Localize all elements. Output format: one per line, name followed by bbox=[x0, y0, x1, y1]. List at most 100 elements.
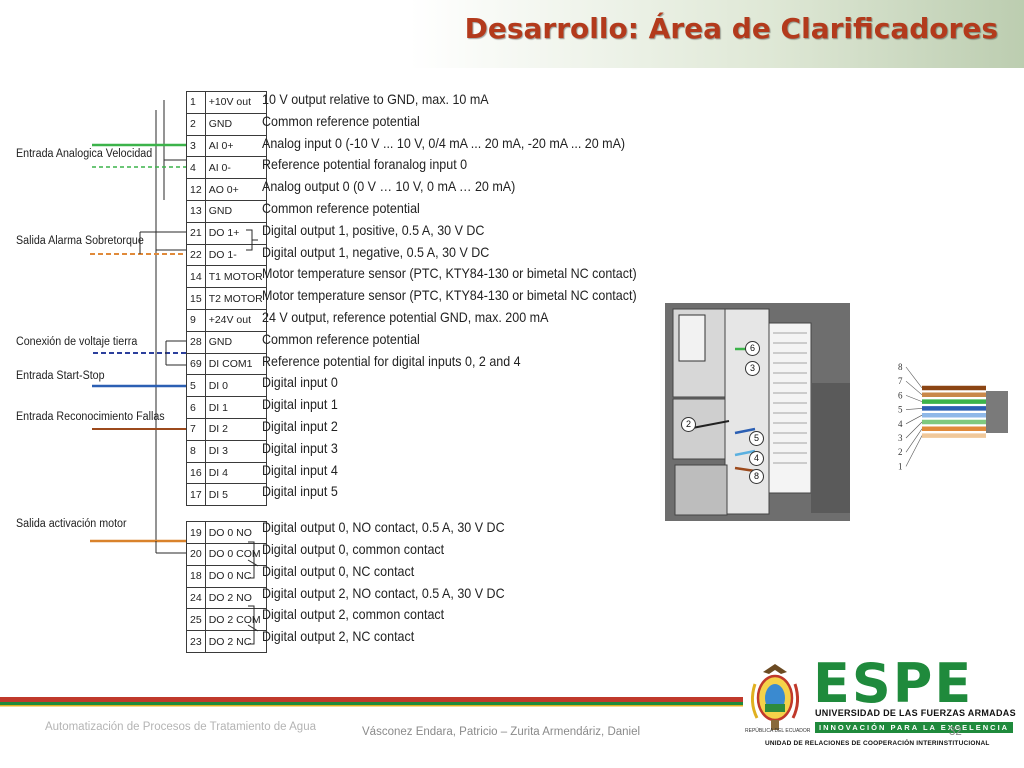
terminal-name: DI 2 bbox=[204, 417, 267, 441]
terminal-description: Analog input 0 (-10 V ... 10 V, 0/4 mA .… bbox=[262, 135, 626, 151]
photo-callout-badge: 3 bbox=[745, 361, 760, 376]
footer-red-rule bbox=[0, 697, 770, 702]
do0-bracket bbox=[248, 541, 255, 579]
terminal-name: DO 0 NC bbox=[204, 564, 267, 588]
cable-plug bbox=[986, 391, 1008, 433]
do0-switch bbox=[247, 559, 259, 567]
terminal-description: Digital input 0 bbox=[262, 375, 338, 391]
terminal-name: DI 0 bbox=[204, 374, 267, 398]
terminal-name: DO 2 COM bbox=[204, 608, 267, 632]
cable-leader bbox=[905, 435, 923, 467]
terminal-description: Common reference potential bbox=[262, 113, 420, 129]
terminal-description: Digital output 2, common contact bbox=[262, 607, 445, 623]
cable-number: 8 bbox=[898, 362, 903, 372]
terminal-description: Digital output 0, NO contact, 0.5 A, 30 … bbox=[262, 520, 505, 536]
cable-leader bbox=[905, 380, 923, 396]
terminal-description: Digital input 1 bbox=[262, 397, 338, 413]
drive-photo-drawing bbox=[665, 303, 850, 521]
cooperation-unit: UNIDAD DE RELACIONES DE COOPERACIÓN INTE… bbox=[765, 740, 990, 747]
label-entrada-velocidad: Entrada Analogica Velocidad bbox=[16, 148, 153, 160]
terminal-description: Digital output 0, NC contact bbox=[262, 563, 415, 579]
terminal-description: Digital output 1, positive, 0.5 A, 30 V … bbox=[262, 222, 485, 238]
slide-title: Desarrollo: Área de Clarificadores bbox=[464, 12, 998, 45]
espe-logo: REPÚBLICA DEL ECUADOR ESPE UNIVERSIDAD D… bbox=[743, 652, 1016, 750]
terminal-name: DO 1+ bbox=[204, 221, 267, 245]
cable-leader bbox=[905, 421, 923, 439]
cable-leader bbox=[905, 414, 923, 425]
terminal-description: Common reference potential bbox=[262, 201, 420, 216]
cable-number: 4 bbox=[898, 419, 903, 429]
cable-number: 1 bbox=[898, 461, 903, 471]
cable-number: 3 bbox=[898, 433, 903, 443]
university-name: UNIVERSIDAD DE LAS FUERZAS ARMADAS bbox=[815, 708, 1016, 718]
terminal-number: 23 bbox=[186, 630, 206, 653]
espe-brand: ESPE bbox=[813, 652, 974, 715]
page-number: 32 bbox=[949, 726, 962, 738]
label-salida-motor: Salida activación motor bbox=[16, 518, 127, 530]
photo-callout-badge: 6 bbox=[745, 341, 760, 356]
photo-callout-badge: 2 bbox=[681, 417, 696, 432]
cable-number: 5 bbox=[898, 405, 903, 415]
do2-switch bbox=[247, 624, 259, 632]
terminal-description: Digital input 4 bbox=[262, 462, 338, 478]
terminal-description: Digital output 2, NO contact, 0.5 A, 30 … bbox=[262, 585, 505, 601]
terminal-description: Analog output 0 (0 V … 10 V, 0 mA … 20 m… bbox=[262, 179, 516, 195]
terminal-row: 1+10V out bbox=[186, 91, 267, 114]
cable-number: 2 bbox=[898, 447, 903, 457]
terminal-description: Reference potential for digital inputs 0… bbox=[262, 353, 521, 369]
terminal-description: 24 V output, reference potential GND, ma… bbox=[262, 310, 549, 325]
terminal-name: DI 5 bbox=[204, 483, 267, 507]
terminal-name: DO 2 NC bbox=[204, 630, 267, 653]
ecuador-crest-icon bbox=[750, 664, 800, 730]
cable-leader bbox=[905, 428, 923, 453]
terminal-description: Digital output 0, common contact bbox=[262, 542, 445, 557]
terminal-description: Motor temperature sensor (PTC, KTY84-130… bbox=[262, 266, 637, 282]
cable-leader bbox=[905, 408, 923, 410]
terminal-description: Digital input 5 bbox=[262, 484, 338, 500]
cable-number: 7 bbox=[898, 376, 903, 386]
terminal-description: Digital input 3 bbox=[262, 440, 338, 456]
crest-caption: REPÚBLICA DEL ECUADOR bbox=[745, 728, 811, 734]
photo-callout-badge: 8 bbox=[749, 469, 764, 484]
terminal-name: GND bbox=[204, 199, 267, 223]
terminal-description: Digital output 1, negative, 0.5 A, 30 V … bbox=[262, 244, 490, 260]
footer-green-rule bbox=[0, 702, 770, 705]
terminal-description: Digital output 2, NC contact bbox=[262, 629, 415, 645]
label-salida-sobretorque: Salida Alarma Sobretorque bbox=[16, 235, 144, 247]
footer-yellow-rule bbox=[0, 705, 770, 707]
terminal-description: Motor temperature sensor (PTC, KTY84-130… bbox=[262, 288, 637, 304]
terminal-description: Digital input 2 bbox=[262, 419, 338, 434]
header-band bbox=[0, 0, 1024, 68]
terminal-row: 9+24V out bbox=[186, 308, 267, 332]
terminal-name: AO 0+ bbox=[204, 178, 267, 201]
terminal-description: Common reference potential bbox=[262, 331, 420, 347]
terminal-name: AI 0- bbox=[204, 156, 267, 180]
terminal-name: +24V out bbox=[204, 308, 267, 332]
terminal-name: T1 MOTOR bbox=[204, 265, 267, 289]
terminal-description: Reference potential foranalog input 0 bbox=[262, 157, 468, 173]
photo-callout-badge: 5 bbox=[749, 431, 764, 446]
terminal-name: DI 1 bbox=[204, 396, 267, 419]
footer-authors: Vásconez Endara, Patricio – Zurita Armen… bbox=[362, 726, 641, 738]
label-entrada-start-stop: Entrada Start-Stop bbox=[16, 370, 105, 382]
cable-leader bbox=[905, 395, 923, 402]
